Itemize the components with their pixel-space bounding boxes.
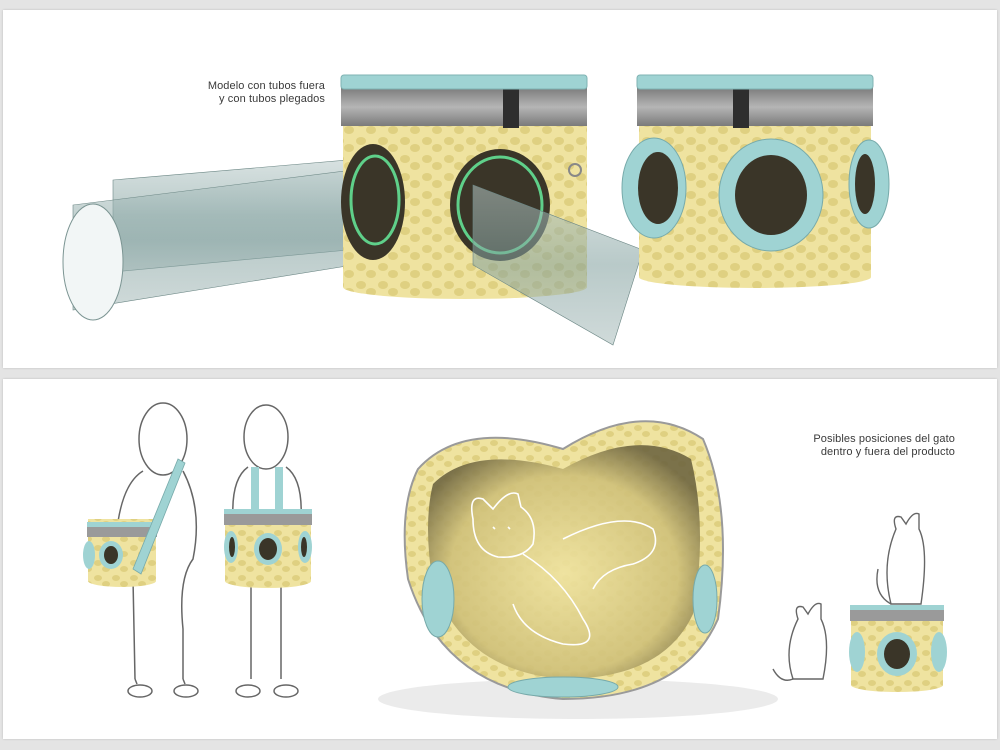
cat-sketch-standing [772, 602, 828, 681]
bottom-render-panel: Posibles posiciones del gato dentro y fu… [3, 379, 997, 739]
caption-top-line2: y con tubos plegados [219, 93, 325, 105]
caption-top-line1: Modelo con tubos fuera [207, 80, 325, 92]
caption-tubes-models: Modelo con tubos fuera y con tubos plega… [208, 80, 325, 106]
carrier-front-carry [224, 467, 312, 588]
usage-illustrations-bottom [83, 402, 947, 719]
caption-bottom-line2: dentro y fuera del producto [820, 446, 955, 458]
cat-sketch-on-carrier [876, 512, 926, 605]
carrier-top-view [378, 420, 778, 719]
top-render-panel: Modelo con tubos fuera y con tubos plega… [3, 10, 997, 368]
carrier-renders-top [62, 74, 890, 346]
carrier-small-right [849, 605, 947, 692]
carrier-folded [621, 74, 890, 288]
carrier-with-tubes [62, 74, 644, 346]
caption-bottom-line1: Posibles posiciones del gato [813, 433, 955, 445]
caption-cat-positions: Posibles posiciones del gato dentro y fu… [813, 433, 955, 459]
carrier-side-carry [83, 458, 186, 587]
